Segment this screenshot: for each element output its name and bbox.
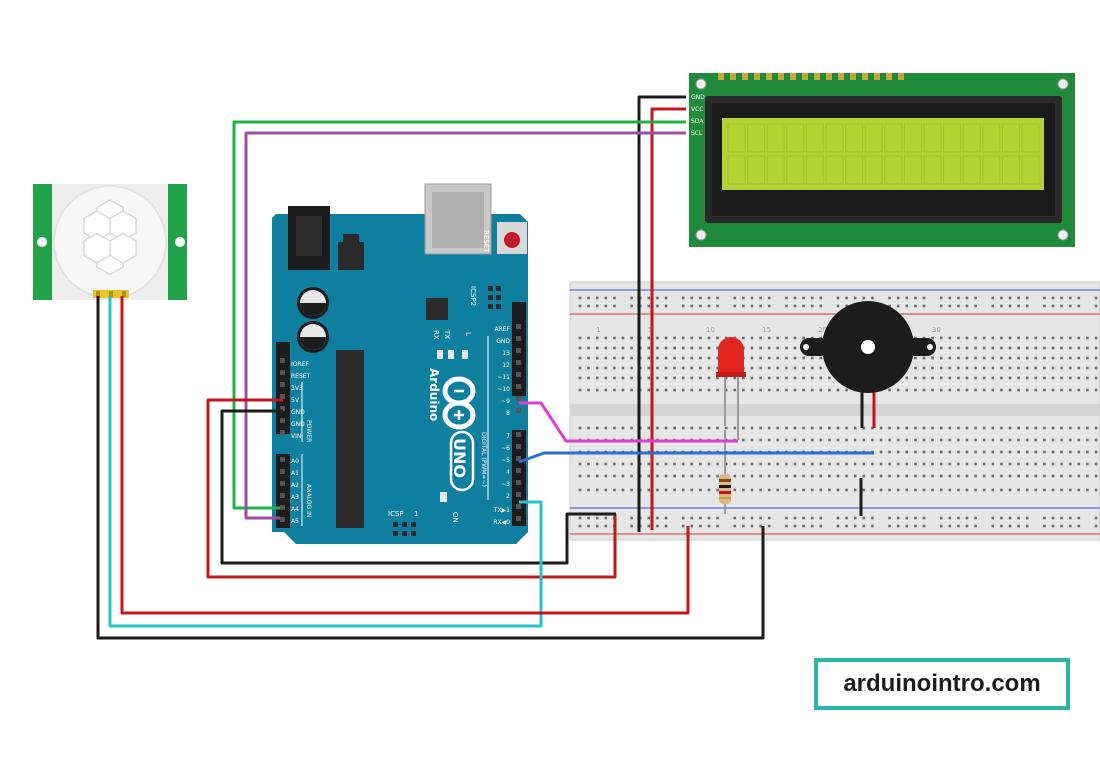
lcd-pin-scl: SCL [691, 130, 703, 137]
pin-label-a3: A3 [291, 494, 299, 501]
fresnel-lens [83, 199, 137, 276]
uno-label: UNO [450, 438, 469, 478]
pin-label-a2: A2 [291, 482, 299, 489]
lcd-screen [722, 118, 1044, 190]
pin-label-rx0: RX◀0 [493, 519, 510, 526]
pin-label-4: 4 [506, 469, 510, 476]
pin-label-gnd-2: GND [291, 421, 305, 428]
arduino-logo-icon [442, 376, 476, 430]
digital-section-label: DIGITAL (PWM=~) [480, 432, 487, 487]
wire-lcd-vcc [650, 107, 686, 530]
wire-pir-gnd [96, 296, 765, 640]
rx-label: RX [432, 330, 440, 340]
arduino-brand-label: Arduino [427, 368, 441, 421]
pin-label-vin: VIN [291, 433, 301, 440]
analog-section-label: ANALOG IN [305, 484, 312, 517]
bb-col-number: 20 [818, 326, 827, 334]
lcd-pin-sda: SDA [691, 118, 704, 125]
pin-label-5: ~5 [501, 457, 510, 464]
right-header-holes [516, 324, 521, 521]
pin-label-6: ~6 [501, 445, 510, 452]
icsp-header [393, 522, 416, 536]
icsp2-label: ICSP2 [469, 286, 477, 306]
breadboard-holes [578, 296, 1098, 528]
pin-label-aref: AREF [494, 326, 510, 333]
watermark-badge: arduinointro.com [814, 658, 1070, 710]
pin-label-tx1: TX▶1 [493, 507, 510, 514]
pin-label-a0: A0 [291, 458, 299, 465]
reset-label: RESET [482, 230, 490, 253]
watermark-text: arduinointro.com [843, 670, 1041, 697]
pin-label-13: 13 [502, 350, 510, 357]
bb-col-number: 1 [596, 326, 600, 334]
power-section-label: POWER [305, 420, 312, 442]
buzzer [800, 301, 936, 428]
wire-arduino-5v [206, 398, 617, 579]
pin-label-reset: RESET [291, 373, 311, 380]
pin-label-12: 12 [502, 362, 510, 369]
pin-label-gnd-d: GND [496, 338, 510, 345]
icsp-one-label: 1 [414, 510, 418, 518]
pin-label-11: ~11 [497, 374, 510, 381]
red-led [716, 337, 746, 440]
tx-label: TX [443, 329, 451, 339]
pin-label-a4: A4 [291, 506, 299, 513]
wire-lcd-gnd [637, 95, 686, 532]
lcd-pin-gnd: GND [691, 94, 705, 101]
on-label: ON [451, 512, 459, 523]
pin-label-8: 8 [506, 410, 510, 417]
wires [96, 95, 874, 640]
resistor [719, 430, 731, 514]
wire-lcd-sda [232, 120, 686, 510]
wire-pir-vcc [120, 296, 690, 615]
lcd-pin-vcc: VCC [691, 106, 703, 113]
icsp-label: ICSP [388, 510, 404, 518]
bb-col-number: 5 [648, 326, 652, 334]
pin-label-9: ~9 [501, 398, 510, 405]
pin-label-ioref: IOREF [291, 361, 309, 368]
icsp2-header [488, 286, 501, 309]
pin-label-5v: 5V [291, 397, 300, 404]
lcd-display: GND VCC SDA SCL [689, 73, 1075, 247]
pin-label-3v3: 3V3 [291, 385, 303, 392]
wire-lcd-scl [244, 131, 686, 520]
wire-pin5-buzzer [518, 451, 874, 464]
bb-col-number: 10 [706, 326, 715, 334]
lcd-header-pins [718, 73, 904, 80]
pin-label-a5: A5 [291, 518, 299, 525]
bb-col-number: 30 [932, 326, 941, 334]
pin-label-2: 2 [506, 493, 510, 500]
wire-arduino-gnd [220, 409, 616, 565]
bb-col-number: 15 [762, 326, 771, 334]
pin-label-10: ~10 [497, 386, 510, 393]
wire-pir-out [108, 296, 543, 628]
pin-label-gnd-1: GND [291, 409, 305, 416]
pin-label-3: ~3 [501, 481, 510, 488]
left-header-holes [280, 358, 285, 522]
pin-label-a1: A1 [291, 470, 299, 477]
wire-pin9-led [519, 401, 738, 443]
arduino-uno: RESET ICSP2 ICSP 1 TX RX L ON [272, 183, 528, 544]
lcd-character-grid [727, 123, 1040, 185]
l-label: L [464, 332, 472, 336]
pin-label-7: 7 [506, 433, 510, 440]
pir-sensor [33, 184, 187, 300]
